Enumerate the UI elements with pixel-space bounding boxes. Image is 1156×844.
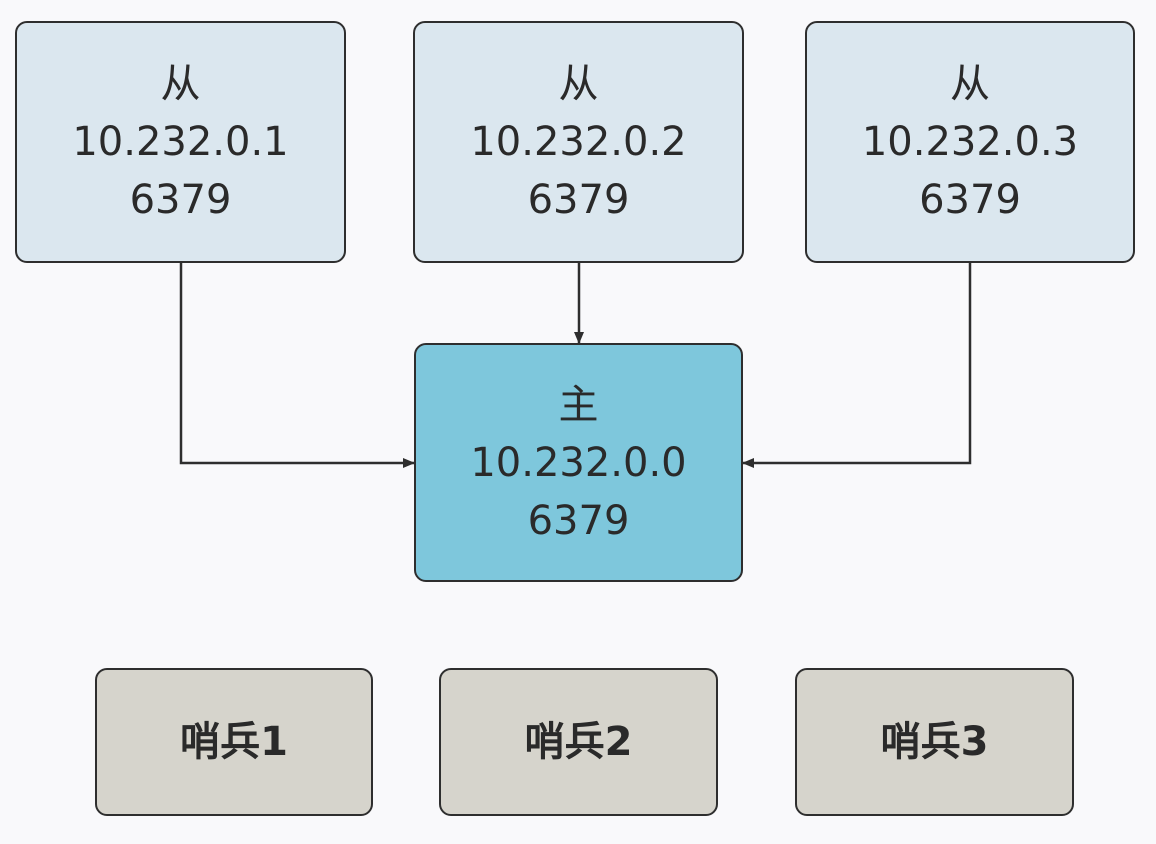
sentinel-node-label: 哨兵2 bbox=[524, 719, 633, 765]
sentinel-node-2: 哨兵2 bbox=[439, 668, 718, 816]
master-node-ip: 10.232.0.0 bbox=[470, 439, 687, 486]
slave-node-ip: 10.232.0.3 bbox=[861, 119, 1079, 165]
sentinel-node-label: 哨兵1 bbox=[180, 719, 288, 765]
slave-node-ip: 10.232.0.1 bbox=[72, 119, 289, 165]
slave-node-role-label: 从 bbox=[160, 61, 201, 107]
sentinel-node-label: 哨兵3 bbox=[880, 719, 989, 765]
slave-node-port: 6379 bbox=[919, 177, 1021, 223]
slave-node-3: 从 10.232.0.3 6379 bbox=[805, 21, 1135, 263]
sentinel-node-1: 哨兵1 bbox=[95, 668, 373, 816]
arrow-slave1-to-master bbox=[179, 263, 415, 468]
master-node-role-label: 主 bbox=[558, 381, 599, 428]
master-node-port: 6379 bbox=[527, 497, 630, 544]
slave-node-role-label: 从 bbox=[950, 61, 990, 107]
master-node: 主 10.232.0.0 6379 bbox=[414, 343, 743, 582]
arrow-slave3-to-master bbox=[742, 263, 972, 468]
slave-node-port: 6379 bbox=[527, 177, 630, 223]
slave-node-role-label: 从 bbox=[558, 61, 599, 107]
slave-node-ip: 10.232.0.2 bbox=[470, 119, 687, 165]
slave-node-port: 6379 bbox=[129, 177, 232, 223]
slave-node-1: 从 10.232.0.1 6379 bbox=[15, 21, 346, 263]
slave-node-2: 从 10.232.0.2 6379 bbox=[413, 21, 744, 263]
sentinel-node-3: 哨兵3 bbox=[795, 668, 1074, 816]
